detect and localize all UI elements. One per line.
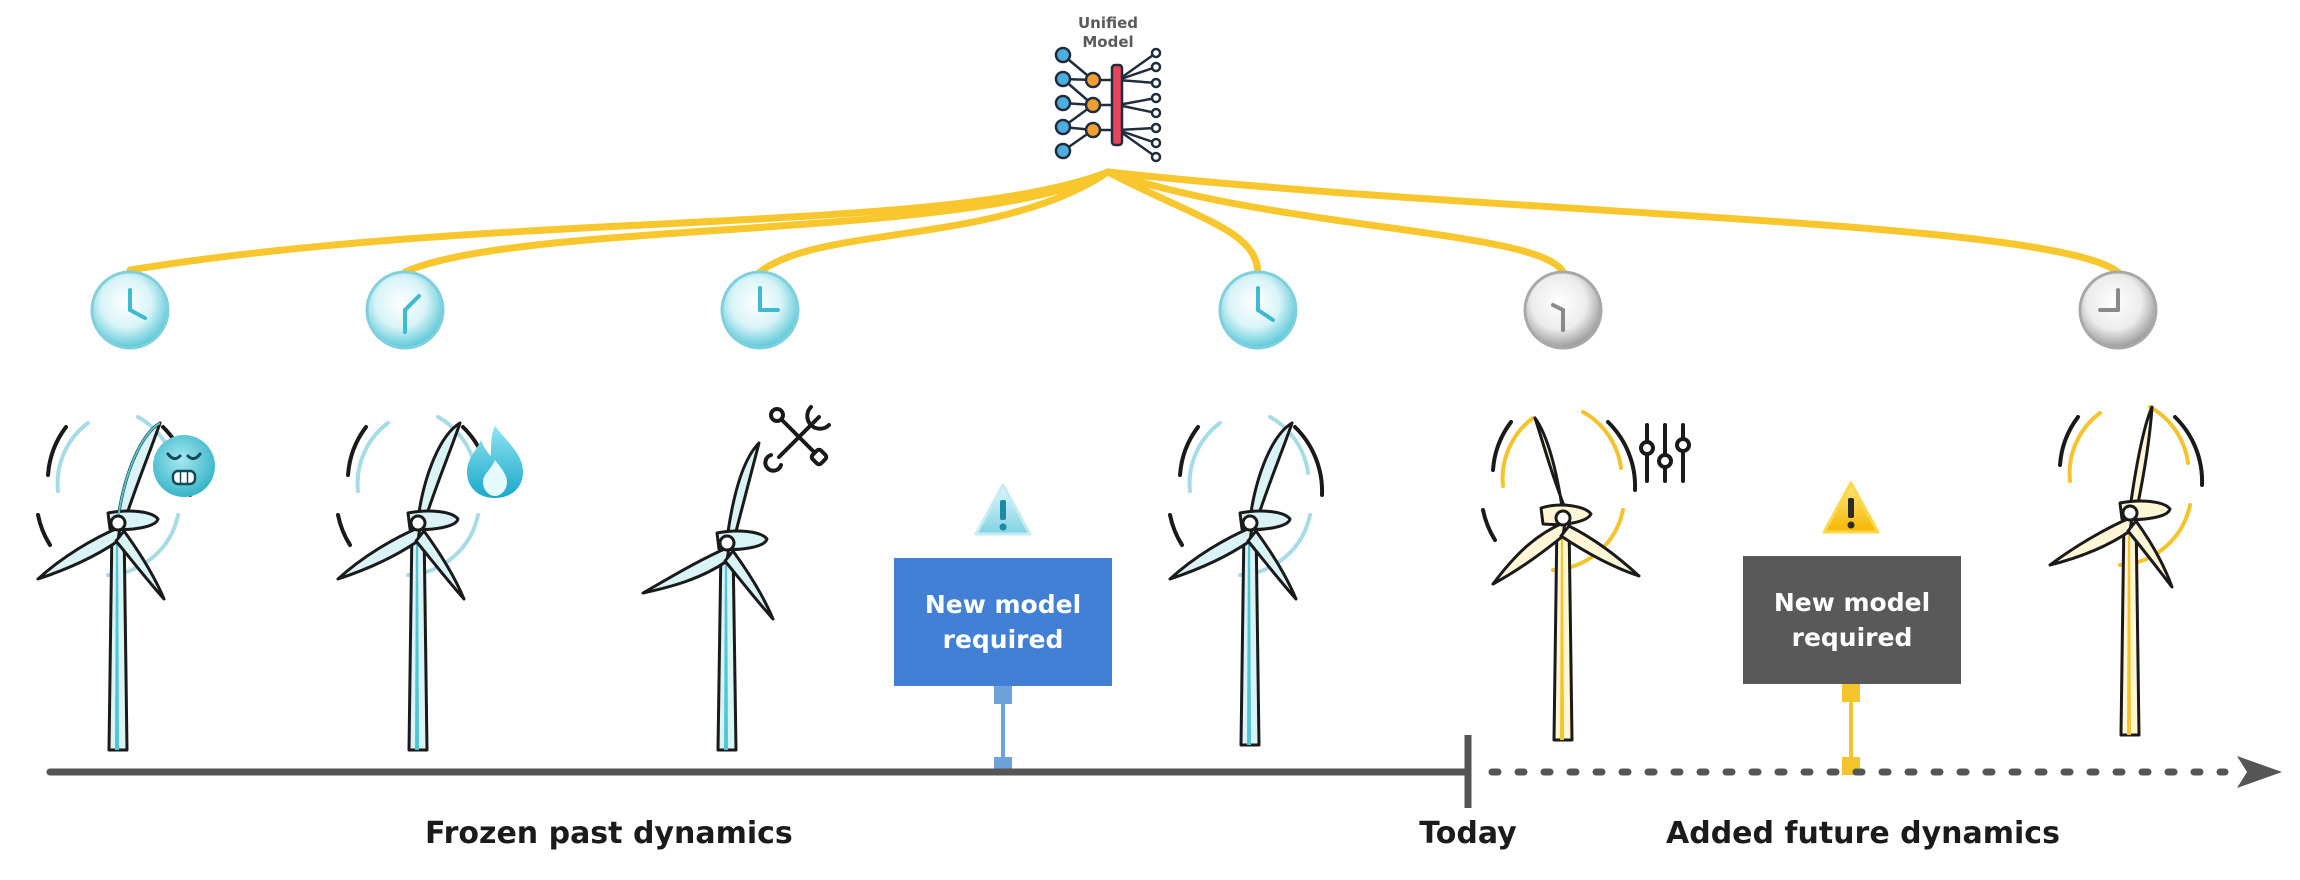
callout-connector — [994, 686, 1012, 775]
wind-turbine-icon — [1481, 410, 1641, 742]
unified-model-label: Unified Model — [1058, 14, 1158, 52]
callout-text-line2: required — [942, 625, 1064, 654]
callout-text-line1: New model — [924, 590, 1082, 619]
callout-box — [894, 558, 1112, 686]
new-model-callout-future: New model required — [1743, 556, 1961, 684]
wind-turbine-icon — [2048, 405, 2205, 737]
wind-turbine-icon — [36, 415, 193, 752]
neural-network-icon — [1054, 46, 1162, 163]
clock-icon — [2078, 270, 2158, 350]
wind-turbine-icon — [1168, 415, 1325, 747]
connector-line — [1104, 168, 1567, 276]
today-label: Today — [1419, 816, 1517, 851]
wind-turbine-icon — [336, 415, 493, 752]
connector-line — [401, 168, 1112, 276]
connector-line — [1104, 168, 1262, 276]
callout-box — [1743, 556, 1961, 684]
past-dynamics-label: Frozen past dynamics — [425, 816, 793, 851]
wind-turbine-icon — [641, 441, 775, 752]
connector-line — [756, 168, 1112, 276]
clock-icon — [1523, 270, 1603, 350]
unified-model-label-line2: Model — [1082, 33, 1134, 51]
clock-icon — [1218, 270, 1298, 350]
future-dynamics-label: Added future dynamics — [1666, 816, 2060, 851]
cold-face-icon — [153, 435, 215, 497]
clock-icon — [90, 270, 170, 350]
unified-model-label-line1: Unified — [1077, 14, 1139, 32]
new-model-callout-past: New model required — [894, 558, 1112, 686]
clock-icon — [720, 270, 800, 350]
warning-icon — [1822, 481, 1880, 534]
model-connector-lines — [126, 168, 2122, 276]
arrow-head-icon — [2237, 756, 2282, 788]
callout-connector — [1842, 684, 1860, 775]
callout-text-line2: required — [1791, 623, 1913, 652]
warning-icon — [974, 483, 1032, 536]
connector-line — [1104, 168, 2122, 276]
callout-text-line1: New model — [1773, 588, 1931, 617]
fire-icon — [467, 426, 523, 498]
tools-icon — [763, 405, 831, 473]
clock-icon — [365, 270, 445, 350]
connector-line — [126, 168, 1112, 274]
sliders-icon — [1639, 423, 1691, 483]
